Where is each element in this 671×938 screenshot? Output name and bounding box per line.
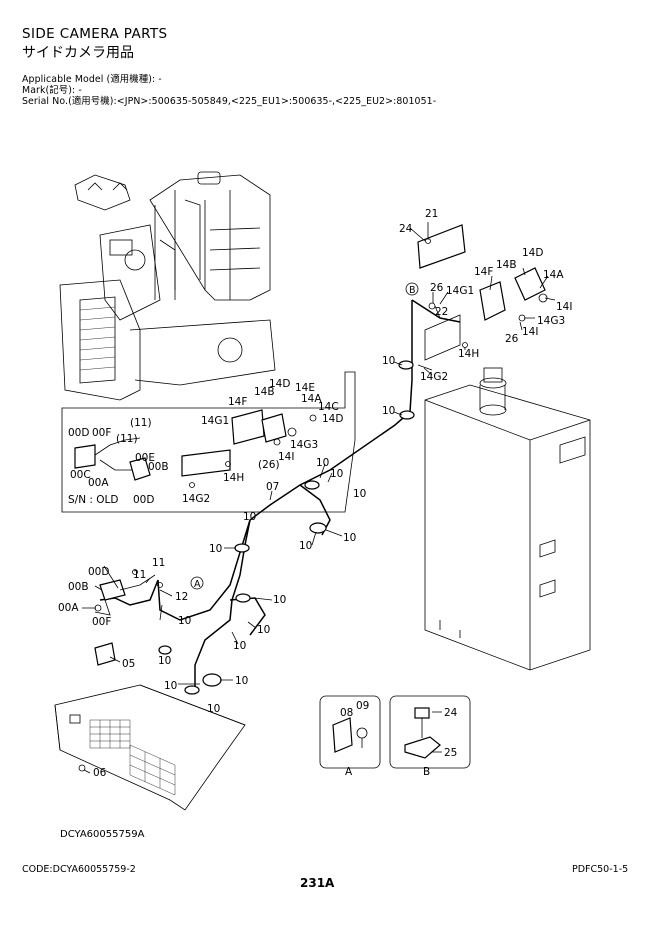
detail-a-label: A [345,766,353,778]
inset-callout-00D: 00D [68,427,89,439]
detail-b-callout-24: 24 [444,707,458,719]
callout-11: 11 [152,557,165,569]
old-serial-label: S/N : OLD [68,494,118,506]
inset-callout-00C: 00C [70,469,91,481]
callout-10: 10 [233,640,246,652]
callout-14A: 14A [543,269,564,281]
detail-b-callout-25: 25 [444,747,457,759]
harness-clamps [158,360,415,695]
callout-10: 10 [235,675,248,687]
callout-10: 10 [343,532,356,544]
inset-callout-11: (11) [130,417,152,429]
callout-00A: 00A [58,602,79,614]
callout-07: 07 [266,481,279,493]
detail-a-callout-09: 09 [356,700,369,712]
mark-line: Mark(記号): - [22,85,82,96]
callout-10: 10 [158,655,171,667]
callout-26-lower: 26 [505,333,519,345]
callout-26: 26 [430,282,444,294]
inset-callout-14G2: 14G2 [182,493,210,505]
callout-12: 12 [175,591,188,603]
callout-06: 06 [93,767,107,779]
callout-10: 10 [382,355,395,367]
callout-22: 22 [435,306,448,318]
callout-21: 21 [425,208,438,220]
callout-10: 10 [299,540,312,552]
inset-callout-14D: 14D [269,378,290,390]
callout-10: 10 [257,624,270,636]
marker-A: A [194,579,201,590]
camera-assembly [94,569,163,616]
page-title-japanese: サイドカメラ用品 [22,45,134,61]
callout-05: 05 [122,658,135,670]
reference-code: PDFC50-1-5 [572,864,629,875]
inset-callout-14I: 14I [278,451,294,463]
serial-number-line: Serial No.(適用号機):<JPN>:500635-505849,<22… [22,96,437,107]
callout-10: 10 [243,511,256,523]
detail-a-callout-08: 08 [340,707,353,719]
detail-b-leaders [432,711,442,753]
inset-callout-14C: 14C [318,401,339,413]
callout-14G3: 14G3 [537,315,565,327]
hydraulic-tank-drawing [424,367,591,671]
callout-24: 24 [399,223,413,235]
camera-bracket-parts [417,224,548,371]
callout-10: 10 [273,594,286,606]
side-panel-drawing [54,642,246,811]
callout-14I: 14I [556,301,572,313]
inset-callout-00A: 00A [88,477,109,489]
callout-10: 10 [330,468,343,480]
callout-14D: 14D [522,247,543,259]
callout-10: 10 [178,615,191,627]
callout-14F: 14F [474,266,493,278]
callout-14G1: 14G1 [446,285,474,297]
callout-10: 10 [382,405,395,417]
inset-callout-14G3: 14G3 [290,439,318,451]
leader-lines [82,222,556,774]
inset-callout-14H: 14H [223,472,244,484]
machine-frame-drawing [59,171,276,401]
callout-11: 11 [133,569,146,581]
drawing-number: DCYA60055759A [60,829,145,840]
inset-callout-14B: 14B [254,386,275,398]
inset-callout-14E: 14E [295,382,315,394]
marker-B: B [409,285,416,296]
inset-callout-00F: 00F [92,427,111,439]
inset-callout-26: (26) [258,459,280,471]
inset-callout-14D-right: 14D [322,413,343,425]
inset-callout-14G1: 14G1 [201,415,229,427]
code-label: CODE:DCYA60055759-2 [22,864,136,875]
inset-callout-14A: 14A [301,393,322,405]
callout-10: 10 [353,488,366,500]
applicable-model-line: Applicable Model (適用機種): - [22,74,162,85]
inset-callout-00B: 00B [148,461,169,473]
callout-00B: 00B [68,581,89,593]
page-number: 231A [300,876,335,890]
callout-14G2: 14G2 [420,371,448,383]
inset-callout-00D-lower: 00D [133,494,154,506]
callout-10: 10 [316,457,329,469]
inset-callout-14F: 14F [228,396,247,408]
callout-00F: 00F [92,616,111,628]
old-serial-inset [61,371,356,513]
callout-10: 10 [209,543,222,555]
page-title: SIDE CAMERA PARTS [22,26,168,42]
inset-callout-00E: 00E [135,452,155,464]
callout-10: 10 [164,680,177,692]
inset-callout-11: (11) [116,433,138,445]
callout-10: 10 [207,703,220,715]
detail-box-a [319,695,381,769]
callout-14I-lower: 14I [522,326,538,338]
detail-b-label: B [423,766,430,778]
callout-14B: 14B [496,259,517,271]
callout-14H: 14H [458,348,479,360]
detail-box-b [389,695,471,769]
callout-00D: 00D [88,566,109,578]
